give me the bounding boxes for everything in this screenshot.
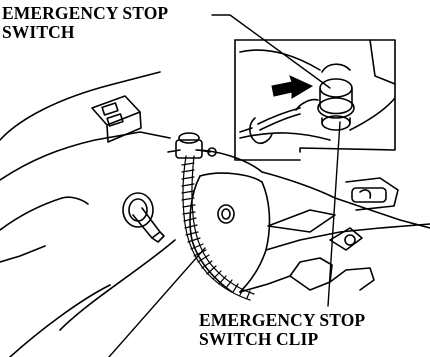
push-arrow-icon xyxy=(272,76,312,98)
central-housing xyxy=(190,150,269,292)
key-switch xyxy=(123,193,164,242)
dashboard-body xyxy=(0,72,175,357)
detail-inset xyxy=(235,40,395,160)
indicator-panel xyxy=(92,96,141,142)
coiled-cable xyxy=(182,156,254,300)
switch-base xyxy=(168,133,216,158)
cable-leader xyxy=(109,248,205,357)
